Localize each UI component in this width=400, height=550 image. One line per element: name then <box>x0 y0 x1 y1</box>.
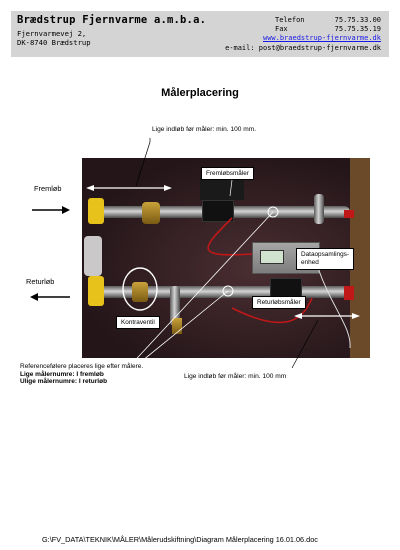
wood-edge <box>350 158 370 358</box>
flow-meter-body <box>202 200 234 222</box>
address-street: Fjernvarmevej 2, <box>17 29 87 38</box>
return-red-handle <box>344 286 354 300</box>
company-name: Brædstrup Fjernvarme a.m.b.a. <box>17 14 207 26</box>
footer-file-path: G:\FV_DATA\TEKNIK\MÅLER\Målerudskiftning… <box>42 535 318 544</box>
return-direction-label: Returløb <box>26 277 55 286</box>
check-valve-body <box>132 282 148 302</box>
drain-fitting <box>172 318 182 334</box>
flow-direction-label: Fremløb <box>34 184 62 193</box>
sensor-notes: Referencefølere placeres lige efter måle… <box>20 363 143 386</box>
fax-row: Fax 75.75.35.19 <box>211 25 381 34</box>
notes-line3: Ulige målernumre: I returløb <box>20 378 108 386</box>
website-link[interactable]: www.braedstrup-fjernvarme.dk <box>262 34 381 43</box>
flow-red-handle <box>344 210 354 218</box>
data-unit-line1: Dataopsamlings- <box>301 251 349 258</box>
data-unit-display <box>260 250 284 264</box>
email-line: e-mail: post@braedstrup-fjernvarme.dk <box>225 43 381 52</box>
return-meter-callout: Returløbsmåler <box>252 296 306 309</box>
address-city: DK-8740 Brædstrup <box>17 38 91 47</box>
flow-riser <box>314 194 324 224</box>
check-valve-callout: Kontraventil <box>116 316 160 329</box>
bottom-straight-run-label: Lige indløb før måler: min. 100 mm <box>184 373 287 380</box>
strainer <box>142 202 160 224</box>
return-riser <box>170 286 180 326</box>
fax-number: 75.75.35.19 <box>334 25 381 34</box>
flow-meter-head <box>200 176 244 200</box>
top-straight-run-label: Lige indløb før måler: min. 100 mm. <box>152 126 257 133</box>
fax-label: Fax <box>275 25 288 34</box>
notes-line1: Referencefølere placeres lige efter måle… <box>20 363 144 370</box>
notes-line2: Lige målernumre: I fremløb <box>20 370 104 378</box>
letterhead: Brædstrup Fjernvarme a.m.b.a. Fjernvarme… <box>11 11 389 57</box>
return-valve-handle <box>88 276 104 306</box>
wall-bracket <box>84 236 102 276</box>
data-unit-line2: enhed <box>301 259 319 266</box>
phone-row: Telefon 75.75.33.00 <box>211 16 381 25</box>
document-title: Målerplacering <box>161 87 239 99</box>
flow-meter-callout: Fremløbsmåler <box>201 167 254 180</box>
flow-valve-handle <box>88 198 104 224</box>
contact-block: Telefon 75.75.33.00 Fax 75.75.35.19 www.br… <box>211 16 381 53</box>
phone-number: 75.75.33.00 <box>334 16 381 24</box>
phone-label: Telefon <box>275 16 305 24</box>
data-unit-callout: Dataopsamlings- enhed <box>296 248 354 270</box>
